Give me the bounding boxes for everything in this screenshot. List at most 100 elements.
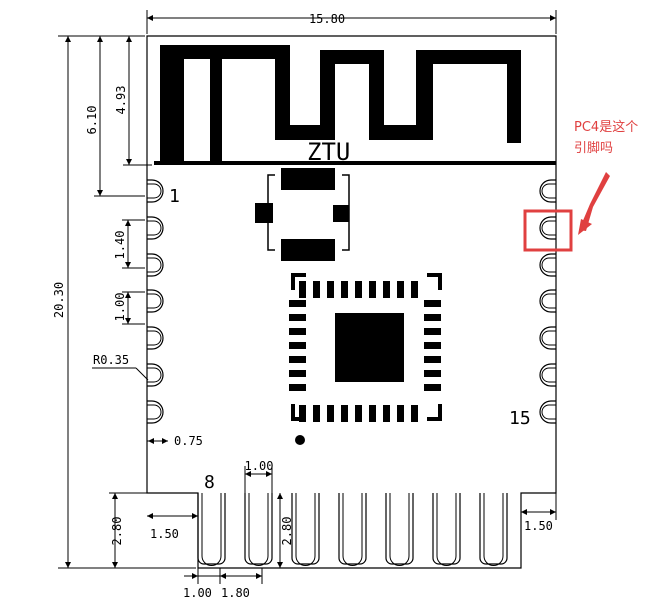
chip-pin-top bbox=[299, 281, 306, 298]
pc4-annotation: PC4是这个 引脚吗 bbox=[523, 119, 638, 252]
dim-antenna-height: 4.93 bbox=[114, 86, 128, 115]
chip-pin-top bbox=[397, 281, 404, 298]
annotation-line1: PC4是这个 bbox=[574, 119, 638, 135]
left-pad-inner bbox=[147, 367, 162, 383]
chip-pin-left bbox=[289, 328, 306, 335]
right-pad-inner bbox=[541, 330, 556, 346]
pin8-label: 8 bbox=[204, 472, 215, 493]
chip-pin-bottom bbox=[299, 405, 306, 422]
chip-pin-bottom bbox=[383, 405, 390, 422]
qfn-chip bbox=[289, 273, 442, 445]
dimension-arrows bbox=[65, 15, 556, 579]
chip-pin-top bbox=[369, 281, 376, 298]
chip-pin-left bbox=[289, 370, 306, 377]
dim-bottom-pad-pitch: 1.80 bbox=[221, 586, 250, 600]
right-pad bbox=[539, 179, 556, 203]
left-pad-inner bbox=[147, 330, 162, 346]
dim-pad-offset: 0.75 bbox=[174, 434, 203, 448]
chip-corner bbox=[291, 273, 306, 290]
dim-bottom-pad-width: 1.00 bbox=[245, 459, 274, 473]
chip-pin-top bbox=[383, 281, 390, 298]
left-pad bbox=[147, 400, 164, 424]
antenna-trace bbox=[160, 45, 521, 163]
left-pad-inner bbox=[147, 293, 162, 309]
chip-pin-top bbox=[313, 281, 320, 298]
left-pads bbox=[147, 179, 164, 424]
chip-pin-top bbox=[355, 281, 362, 298]
chip-pin-right bbox=[424, 384, 441, 391]
bottom-pad bbox=[291, 493, 320, 565]
left-pad bbox=[147, 216, 164, 240]
chip-corner bbox=[291, 404, 306, 421]
dim-height-left: 20.30 bbox=[52, 282, 66, 318]
chip-corner bbox=[427, 404, 442, 421]
chip-center-pad bbox=[335, 313, 404, 382]
right-pad bbox=[539, 253, 556, 277]
bottom-pad-inner bbox=[389, 493, 410, 566]
left-pad bbox=[147, 179, 164, 203]
right-pad-inner bbox=[541, 183, 556, 199]
right-pad-inner bbox=[541, 257, 556, 273]
chip-pin-right bbox=[424, 356, 441, 363]
highlight-box bbox=[523, 209, 573, 252]
right-pad bbox=[539, 289, 556, 313]
crystal-component bbox=[255, 168, 350, 261]
pin1-label: 1 bbox=[169, 186, 180, 207]
left-pad bbox=[147, 253, 164, 277]
bottom-pad bbox=[244, 493, 273, 565]
chip-pin-bottom bbox=[397, 405, 404, 422]
left-pad bbox=[147, 326, 164, 350]
left-pad-inner bbox=[147, 257, 162, 273]
pin1-dot bbox=[295, 435, 305, 445]
right-pad bbox=[539, 400, 556, 424]
chip-pin-top bbox=[341, 281, 348, 298]
bottom-pad bbox=[338, 493, 367, 565]
bottom-pad bbox=[432, 493, 461, 565]
chip-pin-bottom bbox=[369, 405, 376, 422]
bottom-pad-inner bbox=[201, 493, 222, 566]
chip-corner bbox=[427, 273, 442, 290]
chip-pin-top bbox=[327, 281, 334, 298]
dim-bottom-height-left: 2.80 bbox=[110, 517, 124, 546]
left-pad-inner bbox=[147, 183, 162, 199]
left-pad bbox=[147, 363, 164, 387]
right-pad-inner bbox=[541, 367, 556, 383]
chip-pin-left bbox=[289, 300, 306, 307]
chip-pin-right bbox=[424, 314, 441, 321]
right-pad-inner bbox=[541, 404, 556, 420]
dim-width-top: 15.80 bbox=[309, 12, 345, 26]
annotation-line2: 引脚吗 bbox=[574, 140, 613, 156]
dimension-lines bbox=[58, 10, 557, 584]
right-pad bbox=[539, 216, 556, 240]
chip-pin-right bbox=[424, 328, 441, 335]
bottom-pad bbox=[479, 493, 508, 565]
right-pad bbox=[539, 363, 556, 387]
dim-pad-width: 1.00 bbox=[113, 293, 127, 322]
bottom-pads bbox=[197, 493, 508, 566]
bottom-pad bbox=[385, 493, 414, 565]
right-pads bbox=[539, 179, 556, 424]
chip-pin-bottom bbox=[327, 405, 334, 422]
chip-pin-bottom bbox=[411, 405, 418, 422]
bottom-pad bbox=[197, 493, 226, 565]
dim-pin-pitch: 1.40 bbox=[113, 231, 127, 260]
bottom-pad-inner bbox=[342, 493, 363, 566]
dim-top-to-pin1: 6.10 bbox=[85, 106, 99, 135]
right-pad-inner bbox=[541, 293, 556, 309]
chip-pin-left bbox=[289, 342, 306, 349]
left-pad bbox=[147, 289, 164, 313]
chip-pin-left bbox=[289, 384, 306, 391]
chip-pin-right bbox=[424, 342, 441, 349]
bottom-pad-inner bbox=[248, 493, 269, 566]
chip-pin-bottom bbox=[355, 405, 362, 422]
chip-pin-right bbox=[424, 370, 441, 377]
dim-bottom-edge-left: 1.50 bbox=[150, 527, 179, 541]
right-pad bbox=[539, 326, 556, 350]
left-pad-inner bbox=[147, 220, 162, 236]
bottom-pad-inner bbox=[436, 493, 457, 566]
chip-pin-left bbox=[289, 356, 306, 363]
dim-pad-radius: R0.35 bbox=[93, 353, 129, 367]
pin15-label: 15 bbox=[509, 408, 531, 429]
annotation-arrow bbox=[579, 172, 610, 231]
